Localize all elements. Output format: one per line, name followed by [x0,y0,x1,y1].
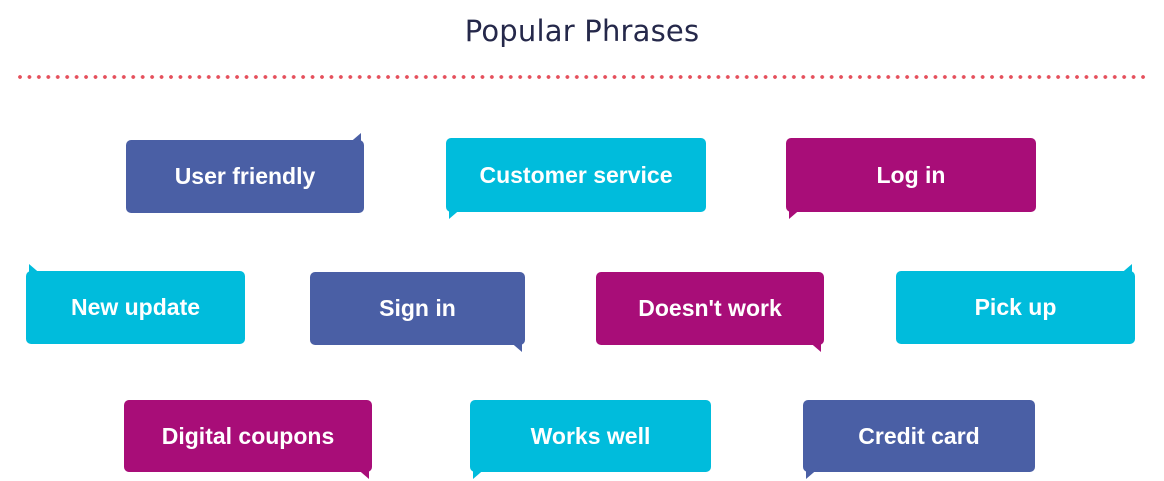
dotted-divider [18,75,1146,79]
speech-tail [473,467,487,479]
phrase-label: New update [70,294,201,320]
page-title: Popular Phrases [464,14,700,48]
speech-tail [508,340,522,352]
phrase-bubble-user-friendly: User friendly [126,133,364,213]
phrase-label: Pick up [974,294,1057,320]
phrase-label: Customer service [479,161,673,188]
phrase-label: Log in [876,161,946,188]
phrase-label: User friendly [174,163,316,189]
speech-tail [789,207,803,219]
speech-tail [807,340,821,352]
speech-tail [355,467,369,479]
phrase-bubble-log-in: Log in [786,138,1036,219]
phrase-bubble-credit-card: Credit card [803,400,1035,479]
phrase-label: Sign in [379,295,456,321]
phrase-label: Works well [530,422,651,449]
phrase-bubble-works-well: Works well [470,400,711,479]
phrase-bubble-new-update: New update [26,264,245,344]
speech-tail [806,467,820,479]
phrase-bubble-digital-coupons: Digital coupons [124,400,372,479]
speech-tail [1118,264,1132,276]
phrase-label: Digital coupons [161,422,335,449]
phrase-bubble-sign-in: Sign in [310,272,525,352]
phrase-bubble-customer-service: Customer service [446,138,706,219]
speech-tail [449,207,463,219]
phrase-bubble-pick-up: Pick up [896,264,1135,344]
speech-tail [29,264,43,276]
speech-tail [347,133,361,145]
phrase-label: Doesn't work [638,295,782,321]
phrase-bubble-doesnt-work: Doesn't work [596,272,824,352]
phrase-label: Credit card [858,422,980,449]
